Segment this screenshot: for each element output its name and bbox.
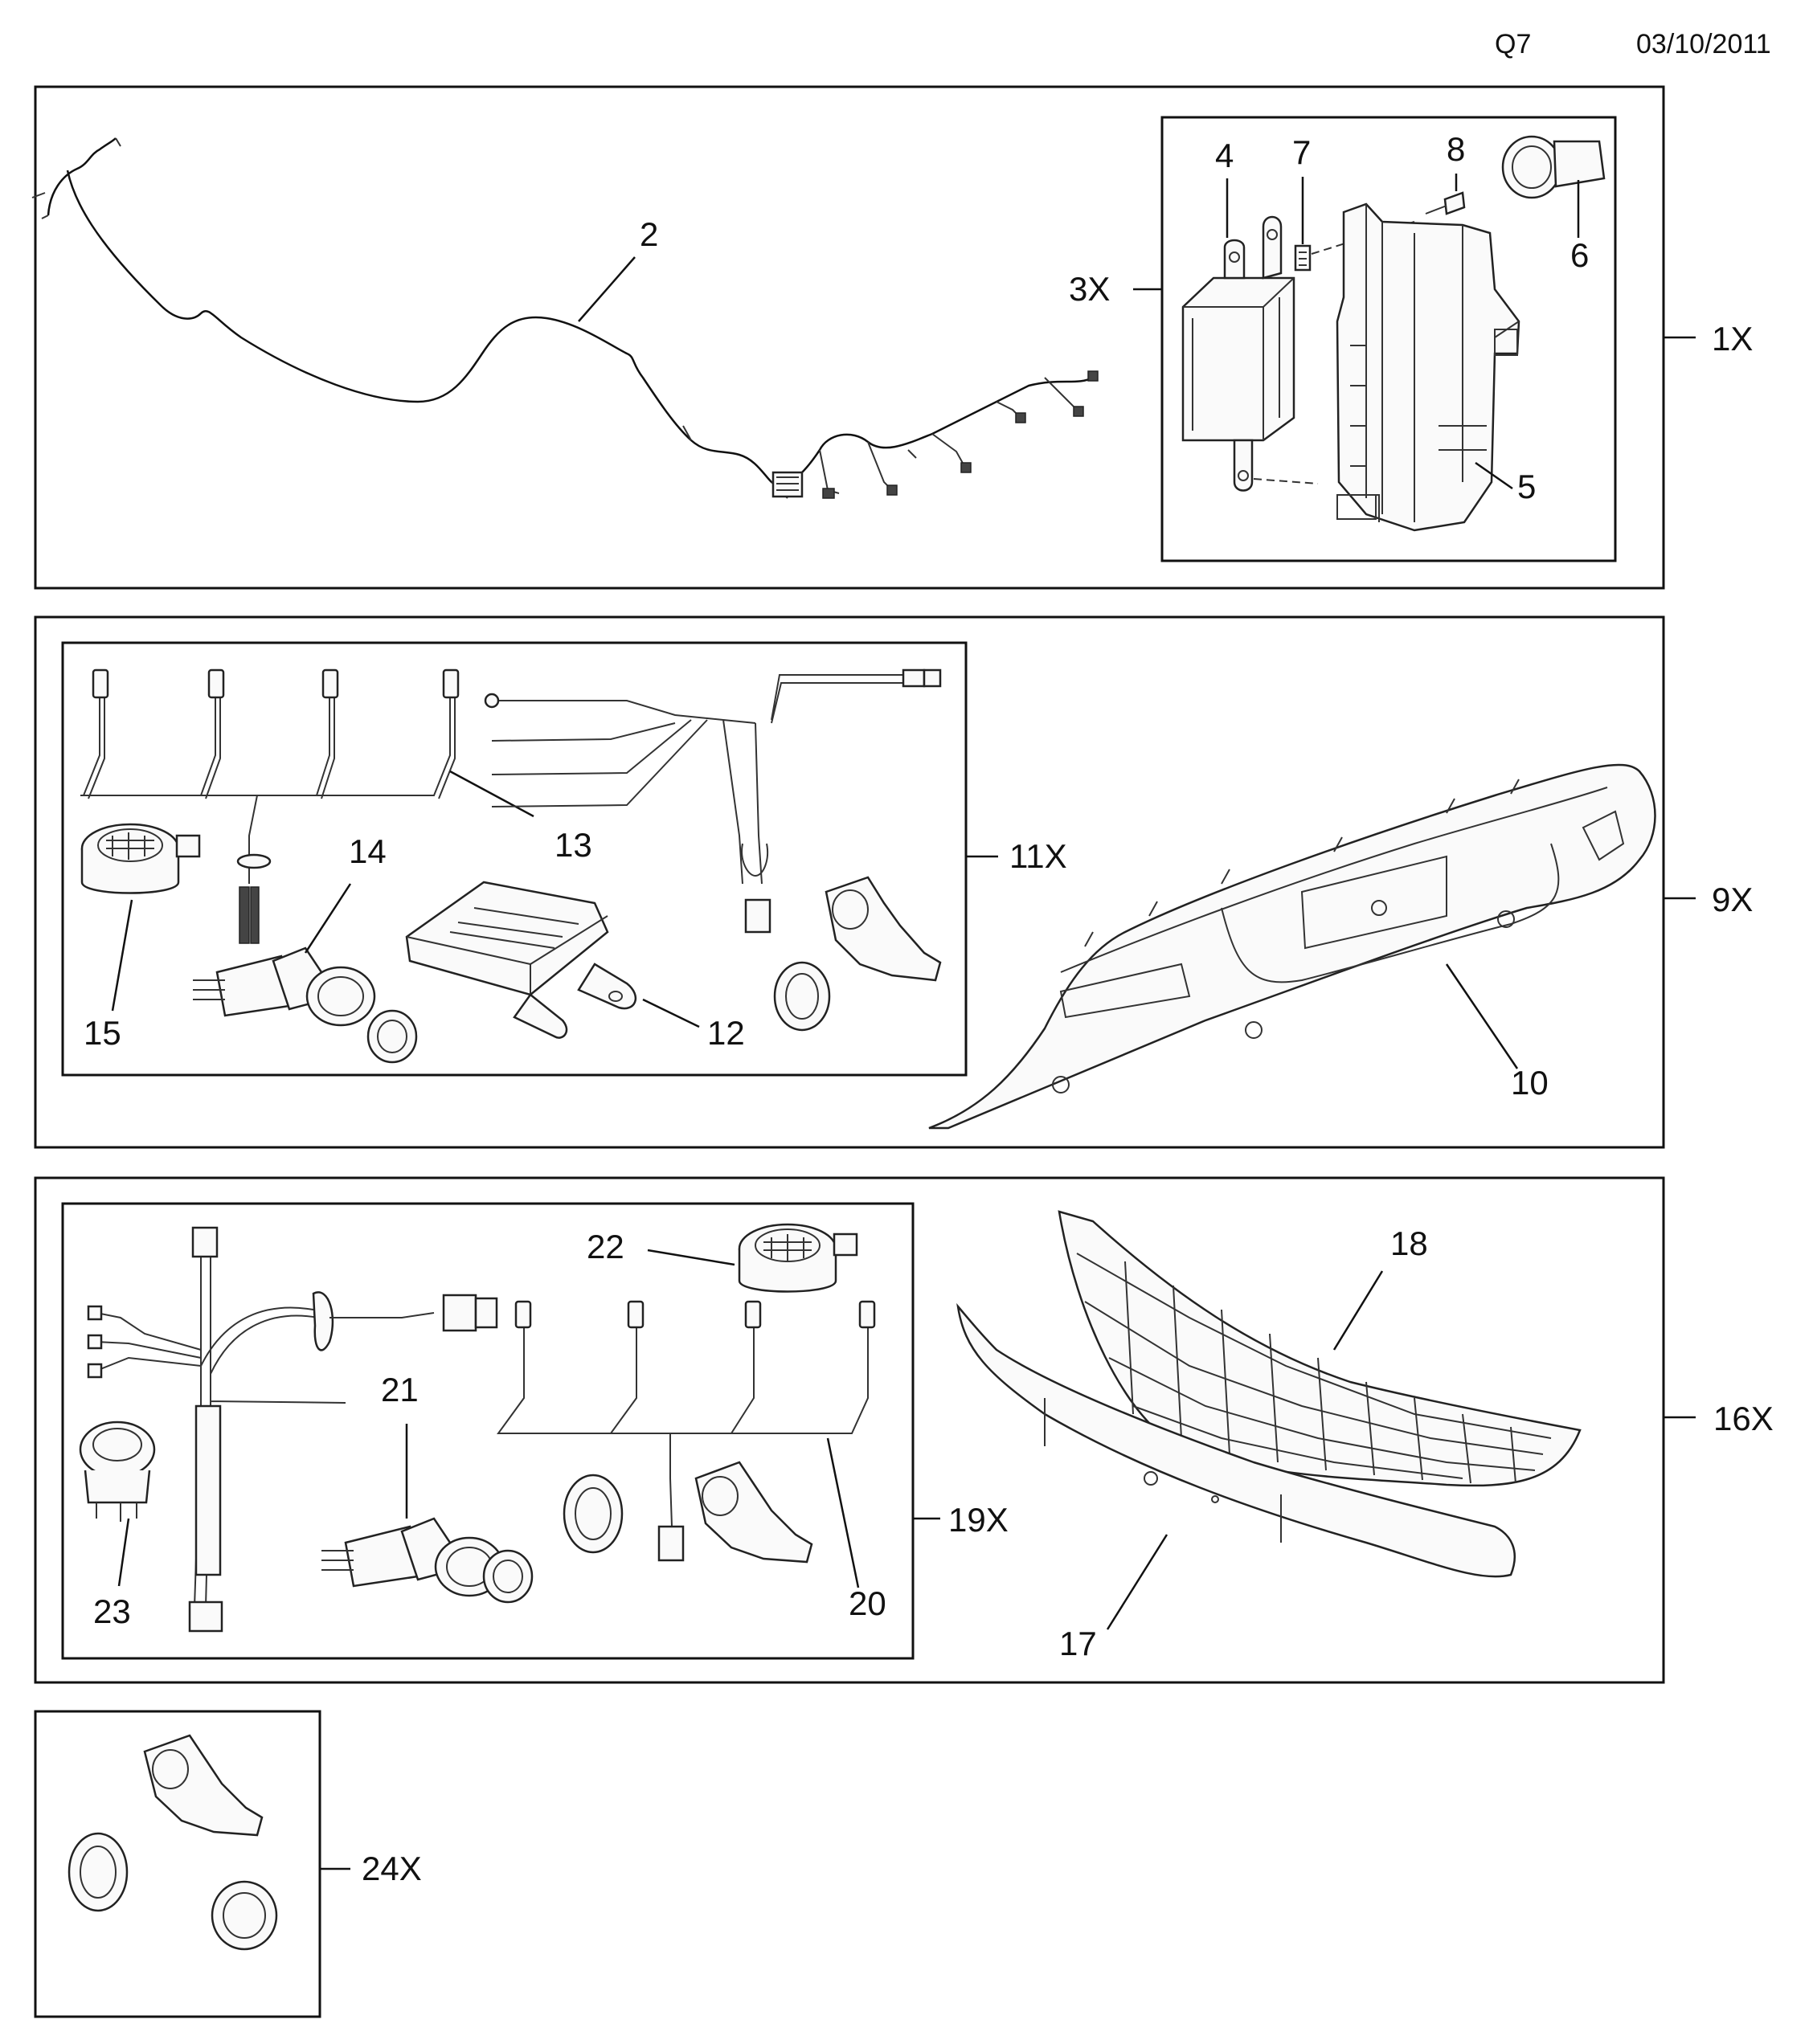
- callout-20: 20: [849, 1584, 886, 1622]
- callout-19x: 19X: [948, 1501, 1009, 1539]
- callout-8: 8: [1447, 130, 1465, 168]
- callout-22: 22: [587, 1228, 624, 1265]
- bracket-5: [1336, 202, 1520, 532]
- sensor-harness-20: [497, 1300, 876, 1562]
- callout-10: 10: [1511, 1064, 1549, 1102]
- park-sensor-21: [321, 1517, 534, 1604]
- panel-11x-frame: [61, 641, 968, 1077]
- sensor-holder-kit-24: [68, 1734, 278, 1951]
- callout-4: 4: [1215, 137, 1234, 174]
- callout-21: 21: [381, 1371, 419, 1408]
- wiring-harness-19: [87, 1226, 498, 1633]
- callout-14: 14: [349, 832, 387, 870]
- lower-trim-17: [956, 1302, 1516, 1578]
- sensor-holder-11: [773, 876, 942, 1032]
- sensor-holder-19: [563, 1461, 813, 1564]
- callout-2: 2: [640, 215, 658, 253]
- callout-24x: 24X: [362, 1850, 422, 1887]
- sensor-harness-13: [80, 668, 460, 944]
- switch-23: [79, 1421, 156, 1522]
- page-code: Q7: [1495, 29, 1532, 59]
- panel-3x-frame: [1160, 116, 1617, 562]
- page-date: 03/10/2011: [1636, 29, 1771, 59]
- control-module-12: [405, 881, 636, 1039]
- callout-6: 6: [1570, 236, 1589, 274]
- callout-23: 23: [93, 1592, 131, 1630]
- callout-7: 7: [1292, 133, 1311, 171]
- callout-15: 15: [84, 1014, 121, 1052]
- callout-1x: 1X: [1712, 320, 1753, 358]
- park-sensor-14: [193, 946, 418, 1064]
- control-module-4: [1181, 276, 1295, 442]
- panel-24x-frame: [34, 1710, 321, 2018]
- panel-16x-frame: [34, 1176, 1665, 1684]
- callout-13: 13: [555, 826, 592, 864]
- wire-harness-2: [47, 137, 1094, 485]
- callout-3x: 3X: [1069, 270, 1110, 308]
- panel-19x-frame: [61, 1202, 915, 1660]
- callout-11x: 11X: [1009, 837, 1067, 875]
- callout-16x: 16X: [1713, 1400, 1774, 1437]
- callout-18: 18: [1390, 1224, 1428, 1262]
- callout-9x: 9X: [1712, 881, 1753, 918]
- callout-5: 5: [1517, 468, 1536, 505]
- panel-9x-frame: [34, 615, 1665, 1149]
- rear-bumper-10: [928, 763, 1656, 1130]
- screw-8: [1443, 191, 1466, 215]
- callout-17: 17: [1059, 1625, 1097, 1662]
- callout-12: 12: [707, 1014, 745, 1052]
